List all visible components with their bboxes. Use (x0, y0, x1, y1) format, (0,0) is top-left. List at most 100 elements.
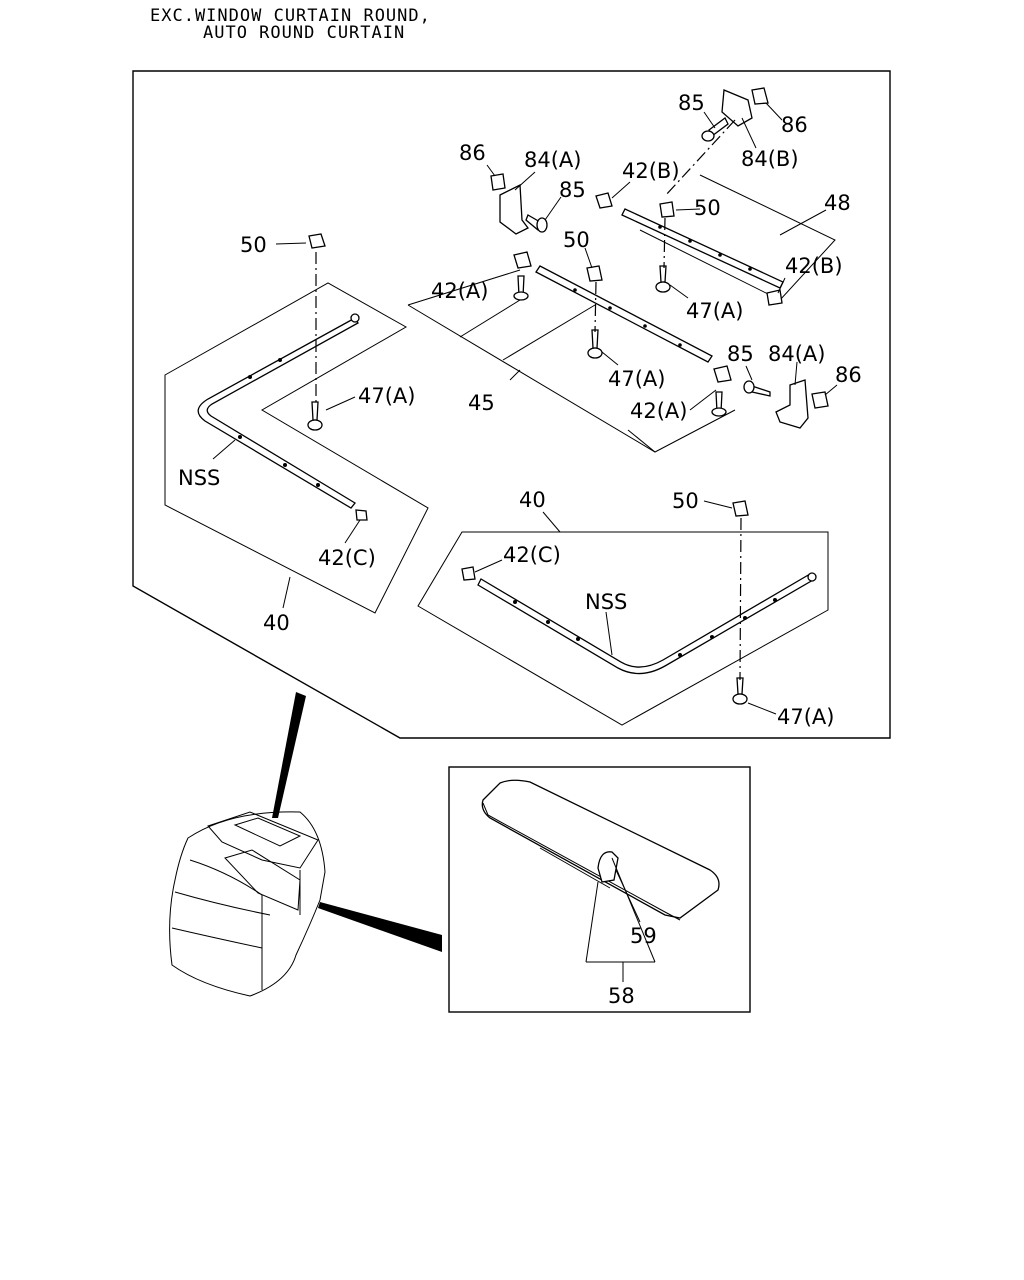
left-clip-42c (355, 509, 368, 521)
callout-86-top-right: 86 (781, 113, 808, 137)
clip-59 (597, 851, 619, 883)
screw-85-tr-head (701, 130, 715, 142)
callout-45: 45 (468, 391, 495, 415)
screw-47a-mid-right (659, 265, 667, 283)
leader-line (745, 365, 753, 381)
cab-front-line-1 (174, 891, 271, 916)
rail-48-group-box (639, 174, 836, 301)
top-bracket-group (486, 164, 562, 235)
header-note-line2: AUTO ROUND CURTAIN (203, 23, 405, 43)
main-detail-frame (132, 70, 891, 739)
callout-85-mid-right: 85 (727, 342, 754, 366)
right-screw-47a (736, 677, 744, 695)
leader-line (282, 576, 291, 609)
right-rail-hole (576, 637, 580, 641)
left-rail-hole (238, 435, 242, 439)
callout-84a-mid-right: 84(A) (768, 342, 825, 366)
right-alignment-line (739, 517, 742, 681)
callout-50-left: 50 (240, 233, 267, 257)
callout-42a-upper: 42(A) (431, 279, 488, 303)
clip-42b-top (595, 192, 613, 209)
leader-line (486, 164, 496, 177)
cab-front-line-3 (189, 859, 263, 896)
screw-85-top-head (536, 217, 548, 233)
clip-42a-lower (713, 365, 732, 383)
leader-line (275, 242, 307, 245)
rail-48-hole (748, 267, 752, 271)
clip-86-mid-right (811, 391, 829, 409)
callout-47a-right: 47(A) (777, 705, 834, 729)
callout-42c-right: 42(C) (503, 543, 561, 567)
leader-line (325, 396, 356, 411)
leader-line (777, 277, 786, 294)
rail-45-alignment-line (594, 281, 597, 333)
leader-line (514, 171, 536, 191)
callout-85-top-right: 85 (678, 91, 705, 115)
leader-line (601, 351, 619, 366)
left-rail-assembly (164, 233, 429, 614)
sunshade-58-panel (481, 779, 720, 919)
rail-45-hole (573, 288, 577, 292)
rail-48-alignment-line (663, 217, 666, 269)
leader-line (779, 209, 827, 236)
right-rail-group-box (417, 531, 829, 726)
callout-wedge-roof (272, 692, 306, 818)
callout-47a-mid: 47(A) (608, 367, 665, 391)
left-screw-47a (311, 401, 319, 421)
callout-84b: 84(B) (741, 147, 799, 171)
bracket-84b (721, 89, 753, 127)
rail-48 (621, 208, 784, 289)
leader-line (584, 247, 593, 269)
rail-45 (535, 265, 713, 363)
callout-50-mid: 50 (563, 228, 590, 252)
sunshade-detail (481, 779, 720, 982)
callout-wedge-sunshade (318, 902, 442, 952)
rail-48-group (595, 174, 836, 306)
leader-line (344, 519, 361, 544)
bracket-84a-top (499, 183, 529, 235)
leader-line (502, 304, 596, 361)
cab-roof-hatch (233, 817, 302, 847)
right-rail-hole (743, 616, 747, 620)
rail-48-hole (718, 253, 722, 257)
left-rail-hole (248, 375, 252, 379)
left-rail-end-cap (350, 313, 360, 323)
clip-42b-right (766, 289, 783, 306)
screw-47a-mid-head (587, 347, 603, 359)
leader-line (611, 857, 656, 963)
leader-line (459, 299, 521, 338)
leader-line (509, 369, 521, 381)
cab-body (169, 811, 326, 997)
left-clip-50 (308, 233, 326, 249)
leader-line (741, 117, 757, 149)
mid-right-bracket-group (743, 361, 838, 429)
leader-line (615, 869, 641, 923)
leader-line (794, 361, 798, 386)
header-note-line1: EXC.WINDOW CURTAIN ROUND, (150, 6, 431, 26)
leader-line (542, 511, 561, 533)
top-right-alignment-line (664, 119, 736, 197)
callout-42a-lower: 42(A) (630, 399, 687, 423)
left-rail-hole (316, 483, 320, 487)
callout-nss-right: NSS (585, 590, 627, 614)
left-rail-group-box (164, 282, 429, 614)
leader-line (474, 559, 503, 573)
screw-42a-lower-head (711, 407, 727, 417)
right-curtain-rail-nss (477, 573, 814, 675)
callout-86-mid-right: 86 (835, 363, 862, 387)
callout-58: 58 (608, 984, 635, 1008)
leader-line (544, 196, 562, 221)
rail-45-hole (608, 306, 612, 310)
callout-42c-left: 42(C) (318, 546, 376, 570)
screw-47a-mid (591, 329, 599, 349)
screw-85-mr-head (743, 380, 755, 394)
callout-50-right: 50 (672, 489, 699, 513)
cab-sunshade-panel (224, 849, 301, 911)
sunshade-detail-frame (448, 766, 751, 1013)
leader-line (585, 881, 599, 963)
cab-overview (169, 692, 442, 997)
clip-50-mid-right (659, 201, 675, 218)
rail-45-hole (678, 343, 682, 347)
right-rail-hole (710, 635, 714, 639)
